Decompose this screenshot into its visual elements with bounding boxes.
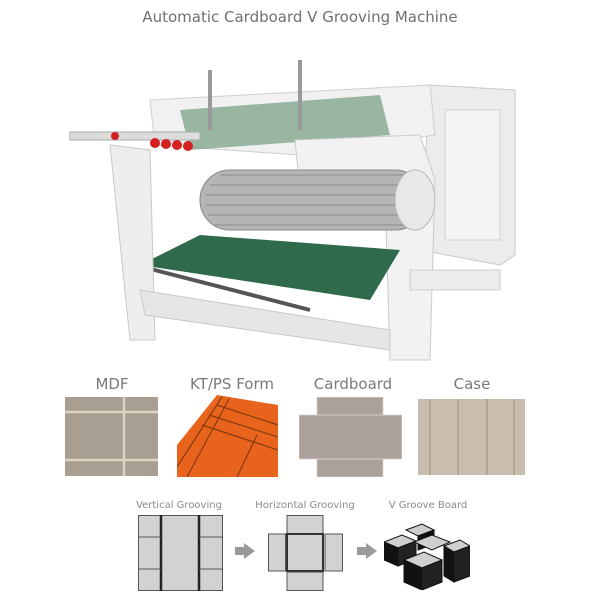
process-label-vertical: Vertical Grooving <box>136 500 222 511</box>
v-groove-board-diagram <box>384 523 470 590</box>
case-sample-image <box>418 399 525 475</box>
horizontal-grooving-diagram <box>268 515 343 591</box>
arrow-right-icon <box>235 543 255 559</box>
material-label-cardboard: Cardboard <box>313 375 393 393</box>
process-label-v-groove-board: V Groove Board <box>388 500 468 511</box>
kt-ps-form-sample-image <box>177 395 278 477</box>
mdf-sample-image <box>65 397 158 476</box>
material-label-kt-ps-form: KT/PS Form <box>189 375 274 393</box>
machine-illustration <box>69 60 516 361</box>
cardboard-sample-image <box>299 397 402 477</box>
vertical-grooving-diagram <box>138 515 223 591</box>
material-label-mdf: MDF <box>95 375 129 393</box>
arrow-right-icon <box>357 543 377 559</box>
material-label-case: Case <box>453 375 491 393</box>
process-label-horizontal: Horizontal Grooving <box>255 500 355 511</box>
page-title: Automatic Cardboard V Grooving Machine <box>142 8 458 26</box>
